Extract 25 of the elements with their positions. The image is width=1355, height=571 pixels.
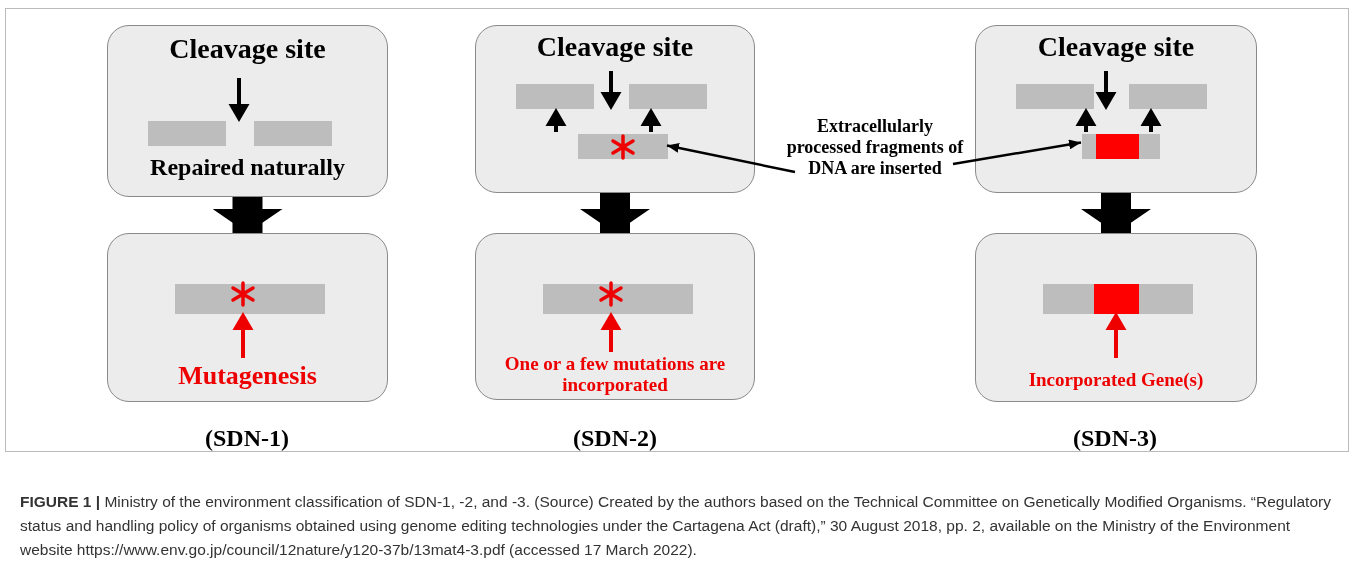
caption-text: Repaired naturally [149, 154, 346, 181]
callout-text: Extracellularly processed fragments of DNA are inserted [785, 116, 965, 204]
caption-text: Mutagenesis [177, 362, 318, 391]
leader-arrow [666, 143, 796, 174]
rounded-box [107, 25, 388, 197]
block-arrow [1081, 193, 1151, 233]
leader-arrow [952, 139, 1082, 166]
rounded-box [975, 25, 1257, 193]
block-arrow [580, 193, 650, 233]
rounded-box [107, 233, 388, 402]
dna-fragment-bar [578, 134, 668, 159]
rounded-box [475, 25, 755, 193]
caption-text: One or a few mutations are incorporated [503, 354, 727, 396]
panel-label: (SDN-3) [1072, 425, 1158, 452]
panel-label: (SDN-1) [204, 425, 290, 452]
heading: Cleavage site [1036, 32, 1196, 63]
block-arrow [212, 197, 283, 233]
rounded-box [475, 233, 755, 400]
figure-caption: FIGURE 1 | Ministry of the environment classification of SDN-1, -2, and -3. (Source) Created by the authors based on the Technical Committee on Genetically Modified Organisms. “Regulatory status and handling policy of organisms obtained using genome editing technologies under the Cartagena Act (draft),” 30 August 2018, pp. 2, available on the Ministry of the Environment website https://www.env.go.jp/council/12nature/y120-37b/13mat4-3.pdf (accessed 17 March 2022). [20, 492, 1332, 561]
heading: Cleavage site [535, 32, 695, 63]
caption-text: Incorporated Gene(s) [1027, 370, 1205, 391]
rounded-box [975, 233, 1257, 402]
panel-label: (SDN-2) [572, 425, 658, 452]
heading: Cleavage site [168, 34, 327, 65]
dna-fragment-bar [1082, 134, 1160, 159]
